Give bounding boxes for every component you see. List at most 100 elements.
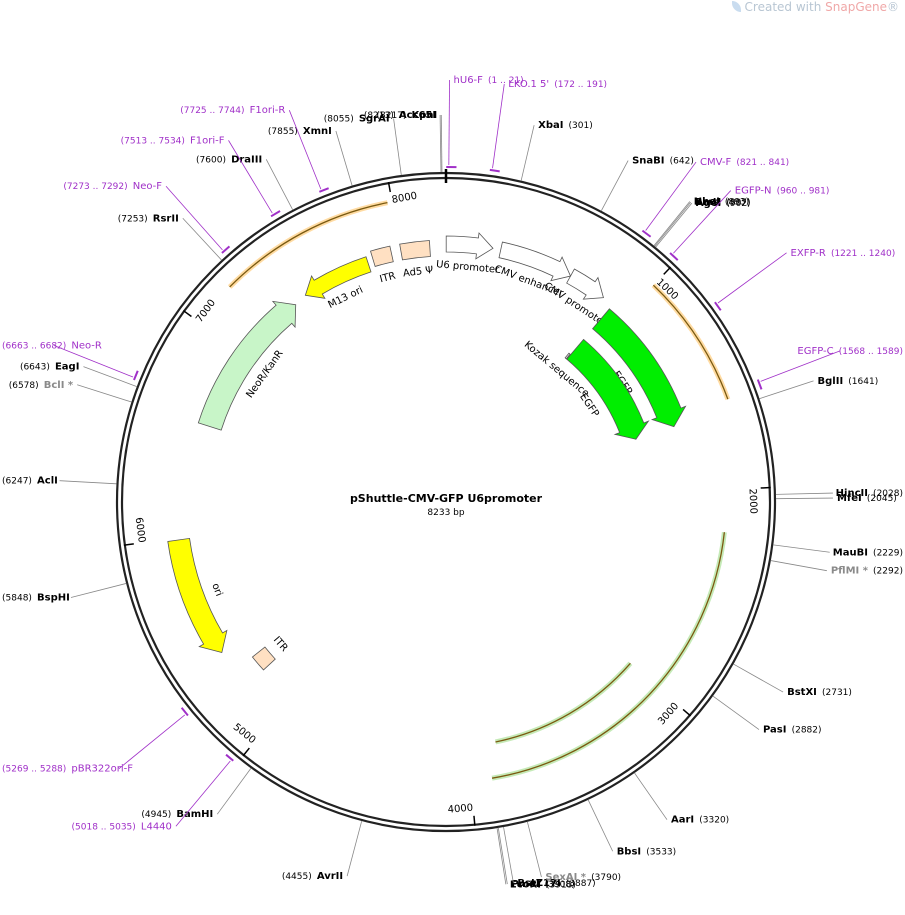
- site-leader: [70, 583, 127, 598]
- watermark-brand: SnapGene: [825, 0, 887, 14]
- primer-mark: [489, 168, 500, 173]
- site-leader: [346, 820, 363, 877]
- site-bamhi[interactable]: (4945) BamHI: [141, 767, 252, 821]
- site-nhei[interactable]: NheI (893): [653, 189, 749, 246]
- site-pmei[interactable]: PmeI (3908): [497, 827, 575, 891]
- site-bcli[interactable]: (6578) BclI *: [9, 373, 132, 403]
- primer-hu6f[interactable]: hU6-F (1 .. 21): [446, 68, 524, 169]
- site-leader: [775, 497, 833, 500]
- site-label: XbaI (301): [538, 113, 593, 132]
- primer-leader: [645, 161, 697, 231]
- feature-label: ITR: [379, 271, 397, 286]
- site-bbsi[interactable]: BbsI (3533): [587, 799, 676, 858]
- primer-label: EGFP-C (1568 .. 1589): [797, 339, 903, 358]
- site-aari[interactable]: AarI (3320): [634, 772, 729, 827]
- site-bsphi[interactable]: (5848) BspHI: [2, 583, 127, 604]
- primer-leader: [448, 80, 450, 166]
- site-leader: [265, 159, 294, 210]
- primer-egfpn[interactable]: EGFP-N (960 .. 981): [669, 179, 830, 261]
- site-label: BmtI (897): [695, 190, 751, 209]
- site-eagi[interactable]: (6643) EagI: [20, 355, 137, 387]
- site-agei[interactable]: AgeI (902): [655, 191, 751, 248]
- site-acc65i[interactable]: (8213) Acc65I: [364, 103, 442, 173]
- primer-leader: [53, 345, 134, 378]
- site-acli[interactable]: (6247) AclI: [2, 469, 117, 488]
- tick-label: 8000: [391, 191, 418, 206]
- site-label: MauBI (2229): [833, 540, 903, 559]
- site-label: (8055) SgrAI: [324, 107, 390, 126]
- site-leader: [503, 826, 514, 884]
- site-leader: [216, 767, 252, 815]
- site-xmni[interactable]: (7855) XmnI: [268, 119, 353, 186]
- primer-label: EGFP-N (960 .. 981): [735, 179, 830, 198]
- site-pflmi[interactable]: PflMI * (2292): [770, 559, 903, 578]
- site-leader: [634, 772, 668, 820]
- feature-arrow-4: [566, 338, 650, 440]
- site-leader: [520, 125, 535, 181]
- tick-label: 7000: [194, 298, 218, 325]
- site-leader: [335, 130, 353, 186]
- tick-label: 4000: [447, 803, 473, 816]
- primer-mark: [756, 379, 763, 390]
- site-maubi[interactable]: MauBI (2229): [773, 540, 903, 559]
- primer-mark: [225, 753, 234, 762]
- site-ecori[interactable]: EcoRI (3913): [496, 827, 576, 891]
- site-label: (8217) KpnI: [376, 103, 437, 122]
- primer-egfpc[interactable]: EGFP-C (1568 .. 1589): [756, 339, 903, 390]
- primer-f1orir[interactable]: (7725 .. 7744) F1ori-R: [180, 98, 330, 193]
- site-sgrai[interactable]: (8055) SgrAI: [324, 107, 402, 176]
- orf-green-outer-core: [491, 532, 726, 779]
- primer-neof[interactable]: (7273 .. 7292) Neo-F: [63, 174, 231, 254]
- primer-pbr322orif[interactable]: (5269 .. 5288) pBR322ori-F: [2, 707, 189, 776]
- site-hincii[interactable]: HincII (2028): [775, 481, 903, 500]
- primer-l4440[interactable]: (5018 .. 5035) L4440: [72, 753, 234, 834]
- site-pasi[interactable]: PasI (2882): [712, 695, 822, 737]
- site-mfei[interactable]: MfeI (2045): [775, 486, 897, 505]
- site-kpni[interactable]: (8217) KpnI: [376, 103, 443, 173]
- site-rsrii[interactable]: (7253) RsrII: [118, 206, 222, 261]
- site-label: (7600) DraIII: [196, 147, 262, 166]
- primer-mark: [270, 210, 281, 218]
- site-bglii[interactable]: BglII (1641): [759, 369, 878, 400]
- feature-label: ori: [209, 582, 224, 598]
- primer-mark: [641, 229, 652, 238]
- primer-mark: [133, 370, 139, 381]
- primer-leader: [165, 185, 223, 251]
- feature-arrow-3: [592, 308, 687, 428]
- primer-exfpr[interactable]: EXFP-R (1221 .. 1240): [714, 241, 895, 311]
- feature-arrow-5: [564, 352, 571, 360]
- primer-leader: [175, 760, 231, 827]
- site-draiii[interactable]: (7600) DraIII: [196, 147, 294, 210]
- site-xbai[interactable]: XbaI (301): [520, 113, 593, 181]
- primer-label: (7725 .. 7744) F1ori-R: [180, 98, 285, 117]
- primer-label: (7513 .. 7534) F1ori-F: [121, 128, 225, 147]
- site-leader: [587, 799, 614, 852]
- site-avrii[interactable]: (4455) AvrII: [282, 820, 363, 883]
- tick-mark: [663, 266, 672, 275]
- site-bmti[interactable]: BmtI (897): [654, 190, 751, 247]
- site-bstz17i[interactable]: BstZ17I (3887): [503, 826, 596, 890]
- primer-f1orif[interactable]: (7513 .. 7534) F1ori-F: [121, 128, 281, 218]
- site-label: AgeI (902): [696, 191, 751, 210]
- site-layer: (8217) KpnI(8213) Acc65I(8055) SgrAI(785…: [2, 103, 903, 891]
- site-sexai[interactable]: SexAI * (3790): [526, 821, 621, 884]
- tick-label: 5000: [231, 722, 258, 746]
- feature-arrow-1: [498, 241, 572, 282]
- site-leader: [496, 827, 507, 885]
- watermark: Created with SnapGene®: [731, 0, 899, 14]
- site-snabi[interactable]: SnaBI (642): [600, 149, 694, 212]
- site-bstxi[interactable]: BstXI (2731): [733, 663, 852, 699]
- primer-mark: [669, 252, 679, 261]
- site-label: PmeI (3908): [511, 872, 574, 891]
- feature-arrow-11: [251, 646, 276, 671]
- primer-cmvf[interactable]: CMV-F (821 .. 841): [641, 150, 789, 238]
- orf-orange-left-core: [229, 202, 388, 288]
- primer-lko15[interactable]: LKO.1 5' (172 .. 191): [489, 72, 607, 173]
- site-label: HincII (2028): [836, 481, 903, 500]
- primer-label: (7273 .. 7292) Neo-F: [63, 174, 162, 193]
- primer-mark: [180, 707, 189, 717]
- site-label: BstZ17I (3887): [517, 871, 595, 890]
- primer-label: (6663 .. 6682) Neo-R: [2, 334, 102, 353]
- primer-neor[interactable]: (6663 .. 6682) Neo-R: [2, 334, 139, 381]
